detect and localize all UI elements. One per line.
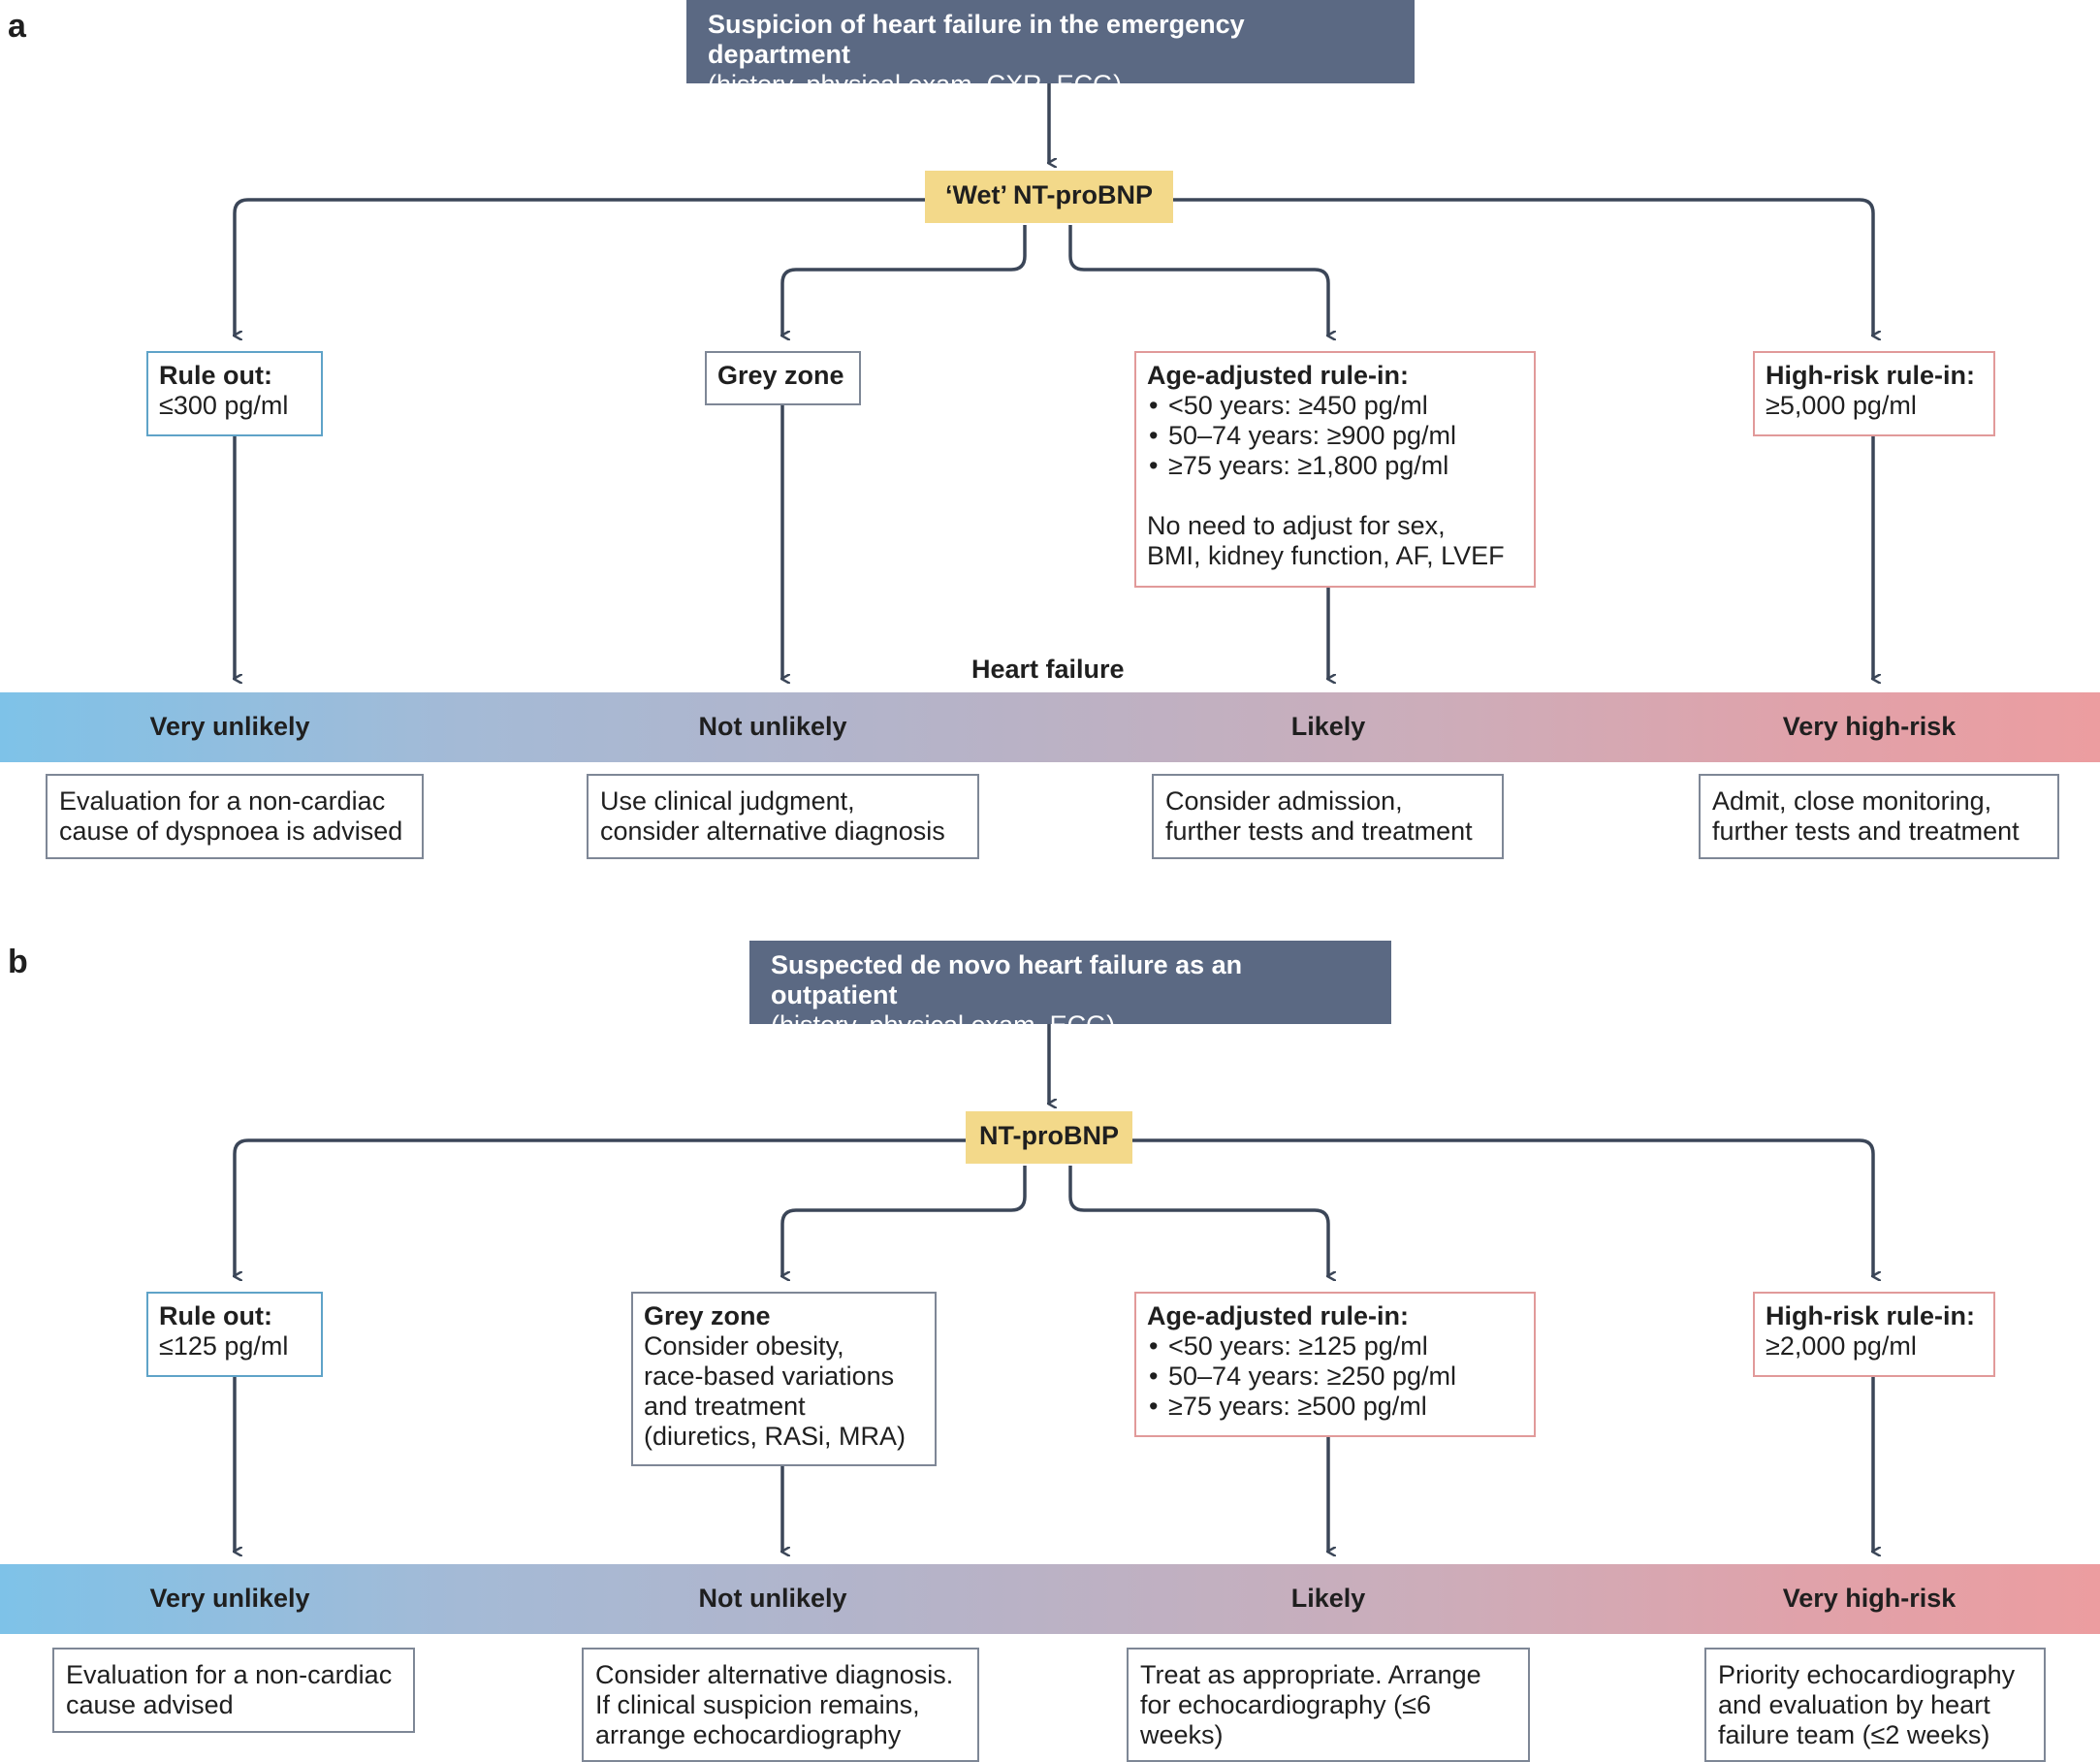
outcome-line: consider alternative diagnosis <box>600 817 945 846</box>
outcome-line: Consider alternative diagnosis. <box>595 1660 954 1689</box>
panel-label: b <box>8 944 28 980</box>
flow-connectors <box>0 1024 2100 1762</box>
age-rule-in-title: Age-adjusted rule-in: <box>1147 1301 1410 1330</box>
outcome-line: Use clinical judgment, <box>600 786 855 816</box>
connector-to-rule-out <box>235 198 927 336</box>
high-risk-title: High-risk rule-in: <box>1766 361 1976 390</box>
grey-zone-line: and treatment <box>644 1392 806 1421</box>
rule-out-box: Rule out: ≤125 pg/ml <box>146 1292 323 1377</box>
outcome-line: failure team (≤2 weeks) <box>1718 1720 1990 1749</box>
age-rule-in-item: 50–74 years: ≥250 pg/ml <box>1147 1362 1523 1392</box>
top-box-subtitle: (history, physical exam, CXR, ECG) <box>708 70 1123 99</box>
top-box-subtitle: (history, physical exam, ECG) <box>771 1010 1116 1040</box>
grey-zone-title: Grey zone <box>644 1301 771 1330</box>
outcome-box-very-high-risk: Priority echocardiography and evaluation… <box>1704 1648 2046 1762</box>
outcome-line: Admit, close monitoring, <box>1712 786 1992 816</box>
connector-to-age-rule-in <box>1068 225 1328 336</box>
grey-zone-line: Consider obesity, <box>644 1331 844 1361</box>
connector-to-high-risk <box>1132 1138 1873 1276</box>
top-box: Suspicion of heart failure in the emerge… <box>686 0 1415 99</box>
band-label-not-unlikely: Not unlikely <box>698 1584 847 1613</box>
test-box: ‘Wet’ NT-proBNP <box>925 171 1173 223</box>
age-rule-in-item: <50 years: ≥125 pg/ml <box>1147 1331 1523 1362</box>
age-rule-in-list: <50 years: ≥125 pg/ml 50–74 years: ≥250 … <box>1147 1331 1523 1422</box>
outcome-box-very-unlikely: Evaluation for a non-cardiac cause advis… <box>52 1648 415 1733</box>
high-risk-value: ≥2,000 pg/ml <box>1766 1331 1917 1361</box>
rule-out-title: Rule out: <box>159 361 272 390</box>
outcome-box-very-high-risk: Admit, close monitoring, further tests a… <box>1699 774 2059 859</box>
outcome-line: If clinical suspicion remains, <box>595 1690 920 1719</box>
outcome-line: Evaluation for a non-cardiac <box>59 786 386 816</box>
outcome-line: cause of dyspnoea is advised <box>59 817 403 846</box>
outcome-box-likely: Treat as appropriate. Arrange for echoca… <box>1127 1648 1530 1762</box>
high-risk-box: High-risk rule-in: ≥5,000 pg/ml <box>1753 351 1995 436</box>
grey-zone-box: Grey zone <box>705 351 861 405</box>
band-label-very-high-risk: Very high-risk <box>1782 712 1957 741</box>
grey-zone-line: race-based variations <box>644 1362 895 1391</box>
high-risk-title: High-risk rule-in: <box>1766 1301 1976 1330</box>
outcome-line: Consider admission, <box>1165 786 1403 816</box>
age-rule-in-item: ≥75 years: ≥1,800 pg/ml <box>1147 451 1523 481</box>
grey-zone-box: Grey zone Consider obesity, race-based v… <box>631 1292 937 1466</box>
outcome-box-likely: Consider admission, further tests and tr… <box>1152 774 1504 859</box>
band-label-likely: Likely <box>1290 712 1366 741</box>
outcome-line: further tests and treatment <box>1165 817 1473 846</box>
flow-connectors <box>0 83 2100 873</box>
outcome-line: Evaluation for a non-cardiac <box>66 1660 393 1689</box>
panel-b: b Suspected de novo heart failure as an … <box>0 941 2100 1762</box>
band-label-very-unlikely: Very unlikely <box>149 1584 310 1613</box>
outcome-box-very-unlikely: Evaluation for a non-cardiac cause of dy… <box>46 774 424 859</box>
top-box-title: Suspicion of heart failure in the emerge… <box>708 10 1245 69</box>
age-rule-in-item: 50–74 years: ≥900 pg/ml <box>1147 421 1523 451</box>
high-risk-box: High-risk rule-in: ≥2,000 pg/ml <box>1753 1292 1995 1377</box>
age-rule-in-title: Age-adjusted rule-in: <box>1147 361 1410 390</box>
outcome-line: Treat as appropriate. Arrange <box>1140 1660 1481 1689</box>
outcome-line: for echocardiography (≤6 <box>1140 1690 1431 1719</box>
age-rule-in-item: ≥75 years: ≥500 pg/ml <box>1147 1392 1523 1422</box>
connector-to-rule-out <box>235 1138 966 1276</box>
connector-to-grey-zone <box>782 225 1027 336</box>
outcome-line: arrange echocardiography <box>595 1720 902 1749</box>
likelihood-band: Very unlikely Not unlikely Likely Very h… <box>0 1564 2100 1634</box>
outcome-line: further tests and treatment <box>1712 817 2020 846</box>
band-label-not-unlikely: Not unlikely <box>698 712 847 741</box>
age-rule-in-item: <50 years: ≥450 pg/ml <box>1147 391 1523 421</box>
likelihood-band: Very unlikely Not unlikely Likely Very h… <box>0 692 2100 762</box>
age-rule-in-list: <50 years: ≥450 pg/ml 50–74 years: ≥900 … <box>1147 391 1523 481</box>
outcome-line: and evaluation by heart <box>1718 1690 1990 1719</box>
age-rule-in-note-1: No need to adjust for sex, <box>1147 511 1446 540</box>
age-rule-in-box: Age-adjusted rule-in: <50 years: ≥125 pg… <box>1134 1292 1536 1437</box>
rule-out-value: ≤125 pg/ml <box>159 1331 289 1361</box>
outcome-line: cause advised <box>66 1690 234 1719</box>
test-box: NT-proBNP <box>966 1111 1132 1164</box>
age-rule-in-note-2: BMI, kidney function, AF, LVEF <box>1147 541 1505 570</box>
connector-to-grey-zone <box>782 1166 1027 1276</box>
band-label-likely: Likely <box>1290 1584 1366 1613</box>
panel-a: a Suspicion of heart failure in the emer… <box>0 0 2100 873</box>
age-rule-in-box: Age-adjusted rule-in: <50 years: ≥450 pg… <box>1134 351 1536 588</box>
connector-to-age-rule-in <box>1068 1166 1328 1276</box>
rule-out-value: ≤300 pg/ml <box>159 391 289 420</box>
grey-zone-title: Grey zone <box>717 361 844 390</box>
rule-out-box: Rule out: ≤300 pg/ml <box>146 351 323 436</box>
top-box-title: Suspected de novo heart failure as an ou… <box>771 950 1243 1009</box>
outcome-box-not-unlikely: Use clinical judgment, consider alternat… <box>587 774 979 859</box>
connector-to-high-risk <box>1173 198 1873 336</box>
grey-zone-line: (diuretics, RASi, MRA) <box>644 1422 907 1451</box>
high-risk-value: ≥5,000 pg/ml <box>1766 391 1917 420</box>
top-box: Suspected de novo heart failure as an ou… <box>749 941 1391 1040</box>
panel-label: a <box>8 8 26 45</box>
band-label-very-high-risk: Very high-risk <box>1782 1584 1957 1613</box>
outcome-line: Priority echocardiography <box>1718 1660 2016 1689</box>
outcome-box-not-unlikely: Consider alternative diagnosis. If clini… <box>582 1648 979 1762</box>
heart-failure-label: Heart failure <box>971 655 1125 684</box>
band-label-very-unlikely: Very unlikely <box>149 712 310 741</box>
rule-out-title: Rule out: <box>159 1301 272 1330</box>
outcome-line: weeks) <box>1140 1720 1224 1749</box>
